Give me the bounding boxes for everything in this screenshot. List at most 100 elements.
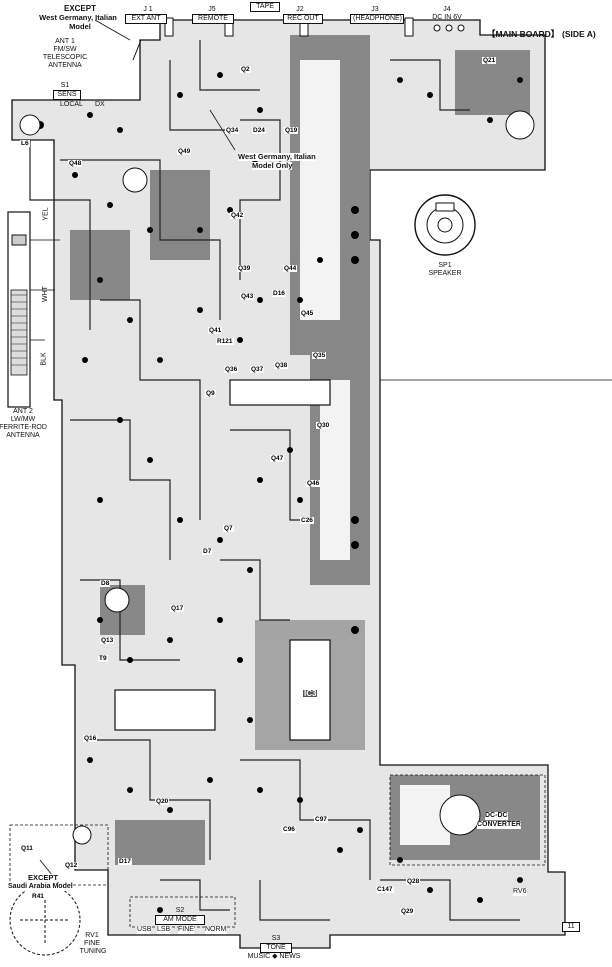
ref-q7: Q7 — [223, 525, 234, 532]
ref-q2: Q2 — [240, 66, 251, 73]
ref-q49: Q49 — [177, 148, 192, 155]
board-title: 【MAIN BOARD】 — [487, 29, 560, 39]
ref-c96: C96 — [282, 826, 296, 833]
light-zones — [300, 60, 450, 845]
sp1-sub-label: SPEAKER — [428, 270, 462, 277]
s1-label: S1 — [60, 82, 70, 89]
s2-fine: FINE — [178, 926, 194, 934]
ant1-type: TELESCOPIC — [42, 54, 88, 61]
s3-music-news: MUSIC ◆ NEWS — [247, 953, 301, 960]
ref-c26: C26 — [300, 517, 314, 524]
ref-c97: C97 — [314, 816, 328, 823]
s2-mode-label: AM MODE — [155, 915, 205, 925]
ref-c147: C147 — [376, 886, 394, 893]
ref-q44: Q44 — [283, 265, 298, 272]
ref-d17: D17 — [118, 858, 132, 865]
ref-d7: D7 — [202, 548, 213, 555]
ref-q42: Q42 — [230, 212, 245, 219]
ref-q36: Q36 — [224, 366, 239, 373]
j2-label: J2 — [296, 6, 304, 13]
ref-q48: Q48 — [68, 160, 83, 167]
sp1-label: SP1 — [438, 262, 452, 269]
wire-yel-label: YEL — [42, 207, 50, 221]
ant1-word: ANTENNA — [48, 62, 82, 69]
ref-q16: Q16 — [83, 735, 98, 742]
j1-sub-label: EXT ANT — [125, 14, 167, 24]
s3-tone-label: TONE — [260, 943, 292, 953]
j3-sub-label: (HEADPHONE) — [350, 14, 404, 24]
ref-q30: Q30 — [316, 422, 331, 429]
ref-q35: Q35 — [312, 352, 327, 359]
s3-label: S3 — [271, 935, 281, 942]
fine-tuning-line2: TUNING — [79, 948, 107, 955]
ref-q39: Q39 — [237, 265, 252, 272]
s2-norm: NORM — [205, 926, 227, 934]
tape-label: TAPE — [250, 2, 280, 12]
ref-q19: Q19 — [284, 127, 299, 134]
ref-l6: L6 — [20, 140, 30, 147]
ref-q41: Q41 — [208, 327, 223, 334]
converter-label: CONVERTER — [477, 821, 521, 829]
ant1-label: ANT 1 — [55, 38, 75, 45]
ref-q13: Q13 — [100, 637, 115, 644]
except-title-top: EXCEPT — [63, 4, 96, 13]
s2-usb: USB — [137, 926, 152, 934]
ref-r41: R41 — [31, 893, 45, 900]
j1-label: J 1 — [143, 6, 153, 13]
speaker-sp1 — [414, 194, 476, 256]
ref-q37: Q37 — [250, 366, 265, 373]
j3-label: J3 — [371, 6, 379, 13]
ref-q29: Q29 — [400, 908, 415, 915]
ref-r121: R121 — [216, 338, 234, 345]
ant2-type: FERRITE-ROD — [0, 424, 47, 431]
ref-d24: D24 — [252, 127, 266, 134]
ref-q34: Q34 — [225, 127, 240, 134]
jack-symbols — [132, 17, 465, 61]
rv6-label: RV6 — [513, 888, 527, 896]
ref-t9: T9 — [98, 655, 108, 662]
ant1-band: FM/SW — [53, 46, 77, 53]
ref-q9: Q9 — [205, 390, 216, 397]
wire-wht-label: WHT — [41, 286, 49, 302]
ref-ic3: IC3 — [303, 689, 318, 698]
pointer-lines — [39, 19, 612, 886]
ref-d8: D8 — [100, 580, 111, 587]
dcdc-label: DC-DC — [485, 812, 508, 820]
ant2-band: LW/MW — [10, 416, 36, 423]
j5-label: J5 — [208, 6, 216, 13]
board-side: (SIDE A) — [562, 29, 596, 39]
ref-q47: Q47 — [270, 455, 285, 462]
ant2-word: ANTENNA — [6, 432, 40, 439]
rv1-label: RV1 — [85, 932, 99, 939]
except-sub-bottom: Saudi Arabia Model — [8, 883, 73, 891]
s1-dx: DX — [95, 101, 105, 108]
ref-q12: Q12 — [64, 862, 79, 869]
ref-q11: Q11 — [20, 845, 34, 852]
round-parts — [19, 110, 535, 845]
ref-q45: Q45 — [300, 310, 315, 317]
ref-q38: Q38 — [274, 362, 289, 369]
fine-tuning-line1: FINE — [84, 940, 100, 947]
ref-d16: D16 — [272, 290, 286, 297]
fine-tuning-pot — [9, 884, 81, 956]
j4-sub-label: DC IN 6V — [432, 14, 462, 21]
except-title-bottom: EXCEPT — [28, 873, 59, 882]
s2-label: S2 — [175, 907, 185, 914]
except-sub1-top: West Germany, Italian — [39, 13, 117, 22]
wg-note-line1: West Germany, Italian — [238, 152, 316, 161]
ic-bodies — [114, 379, 331, 741]
wg-note-line2: Model Only — [252, 161, 293, 170]
solder-pads — [36, 72, 523, 923]
except-sub2-top: Model — [69, 22, 91, 31]
ant2-label: ANT 2 — [13, 408, 33, 415]
j5-sub-label: REMOTE — [192, 14, 234, 24]
j2-sub-label: REC OUT — [283, 14, 323, 24]
ref-q28: Q28 — [406, 878, 421, 885]
ref-q21: Q21 — [482, 57, 497, 64]
s1-local: LOCAL — [60, 101, 83, 108]
ref-q46: Q46 — [306, 480, 321, 487]
page-marker: 11 — [562, 922, 580, 932]
j4-label: J4 — [443, 6, 451, 13]
ferrite-rod-antenna — [7, 211, 60, 408]
